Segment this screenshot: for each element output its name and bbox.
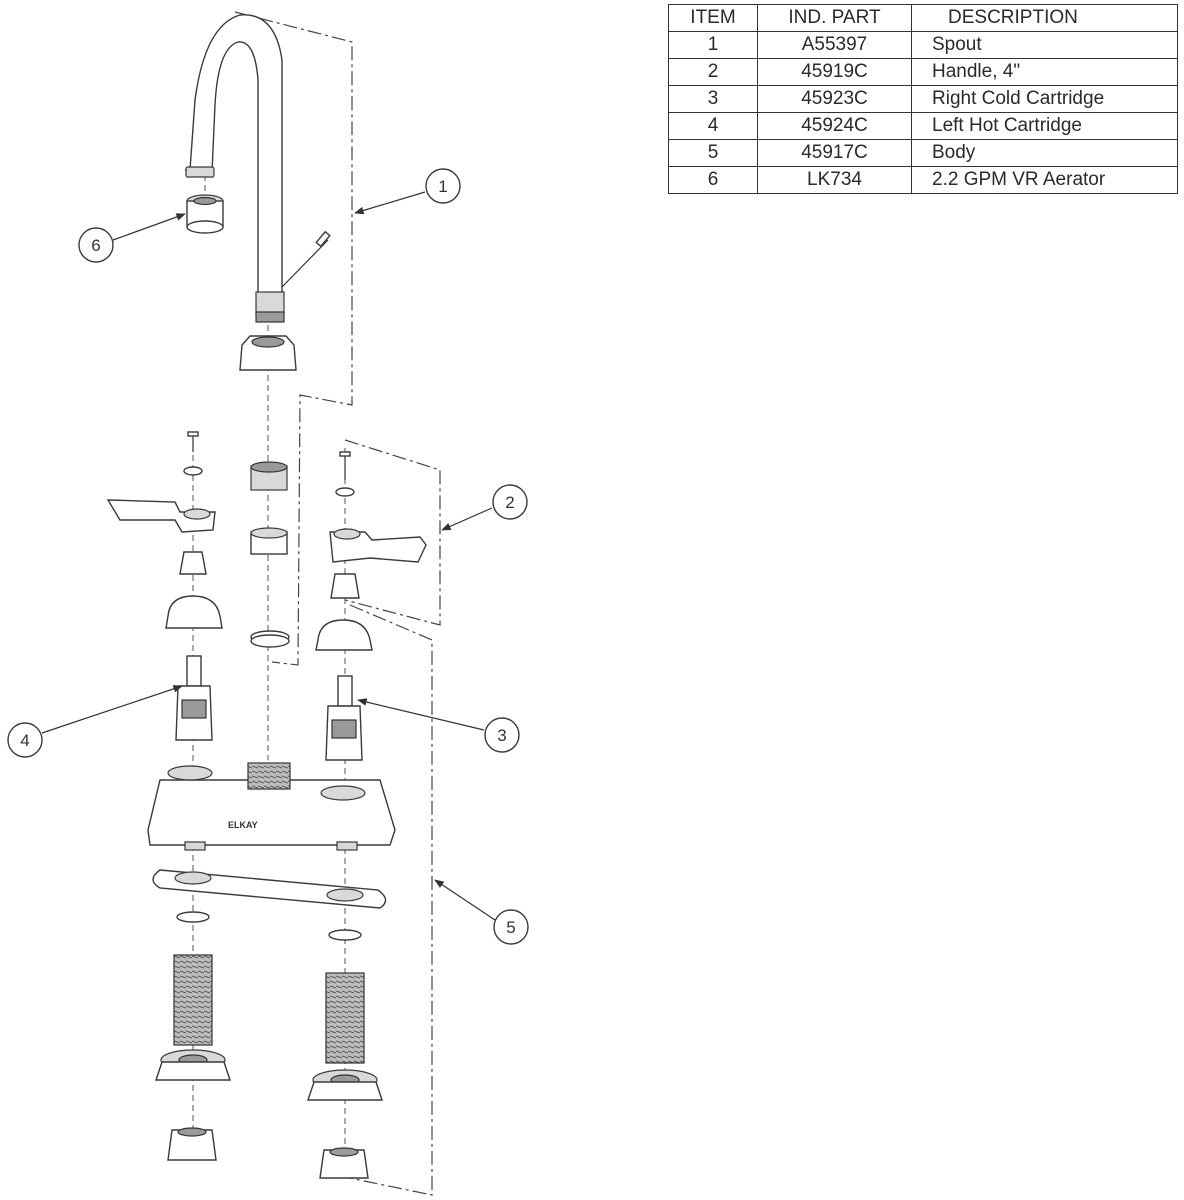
- table-row: 1 A55397 Spout: [668, 31, 1178, 59]
- left-lock-nut: [155, 1049, 231, 1081]
- handle-group-outline: [344, 439, 441, 626]
- description-cell: Right Cold Cartridge: [911, 85, 1178, 113]
- callout-4: 4: [7, 685, 183, 758]
- spout-group-outline: [234, 11, 353, 666]
- description-cell: Left Hot Cartridge: [911, 112, 1178, 140]
- part-cell: 45917C: [757, 139, 912, 167]
- part-cell: 45923C: [757, 85, 912, 113]
- part-cell: LK734: [757, 166, 912, 194]
- callout-5: 5: [434, 879, 529, 945]
- svg-text:6: 6: [91, 236, 100, 255]
- table-row: 3 45923C Right Cold Cartridge: [668, 85, 1178, 113]
- table-row: 4 45924C Left Hot Cartridge: [668, 112, 1178, 140]
- item-cell: 2: [668, 58, 758, 86]
- callout-3: 3: [357, 698, 520, 753]
- spout-snap-ring: [250, 630, 290, 648]
- aerator: [186, 194, 224, 234]
- left-handle-assembly: [106, 431, 223, 741]
- item-cell: 3: [668, 85, 758, 113]
- body-logo: ELKAY: [228, 820, 258, 830]
- left-threaded-shank: [173, 954, 213, 1046]
- svg-text:4: 4: [20, 731, 29, 750]
- part-cell: 45919C: [757, 58, 912, 86]
- body-group-outline: [334, 604, 433, 1196]
- description-cell: 2.2 GPM VR Aerator: [911, 166, 1178, 194]
- table-header-row: ITEM IND. PART DESCRIPTION: [668, 4, 1178, 32]
- right-washer: [328, 929, 362, 941]
- left-washer: [176, 911, 210, 923]
- left-coupling-nut: [167, 1127, 217, 1161]
- spout-washer-lower: [250, 527, 288, 555]
- table-row: 5 45917C Body: [668, 139, 1178, 167]
- spout-nut: [239, 335, 297, 371]
- description-cell: Body: [911, 139, 1178, 167]
- callout-2: 2: [441, 484, 528, 531]
- right-handle-assembly: [315, 451, 427, 761]
- header-part: IND. PART: [757, 4, 912, 32]
- callout-6: 6: [78, 213, 186, 263]
- header-description: DESCRIPTION: [911, 4, 1178, 32]
- faucet-body: ELKAY: [147, 762, 396, 851]
- callout-1: 1: [354, 168, 461, 215]
- item-cell: 6: [668, 166, 758, 194]
- spout-washer-upper: [250, 461, 288, 491]
- table-row: 6 LK734 2.2 GPM VR Aerator: [668, 166, 1178, 194]
- spout: [184, 14, 331, 323]
- part-cell: A55397: [757, 31, 912, 59]
- svg-text:1: 1: [438, 177, 447, 196]
- base-plate: [152, 869, 387, 909]
- parts-table: ITEM IND. PART DESCRIPTION 1 A55397 Spou…: [668, 4, 1178, 194]
- svg-text:3: 3: [497, 726, 506, 745]
- right-lock-nut: [307, 1069, 383, 1101]
- svg-text:5: 5: [506, 918, 515, 937]
- description-cell: Handle, 4": [911, 58, 1178, 86]
- item-cell: 4: [668, 112, 758, 140]
- description-cell: Spout: [911, 31, 1178, 59]
- item-cell: 5: [668, 139, 758, 167]
- right-threaded-shank: [325, 972, 365, 1064]
- table-row: 2 45919C Handle, 4": [668, 58, 1178, 86]
- part-cell: 45924C: [757, 112, 912, 140]
- right-coupling-nut: [319, 1147, 369, 1179]
- header-item: ITEM: [668, 4, 758, 32]
- item-cell: 1: [668, 31, 758, 59]
- svg-text:2: 2: [505, 493, 514, 512]
